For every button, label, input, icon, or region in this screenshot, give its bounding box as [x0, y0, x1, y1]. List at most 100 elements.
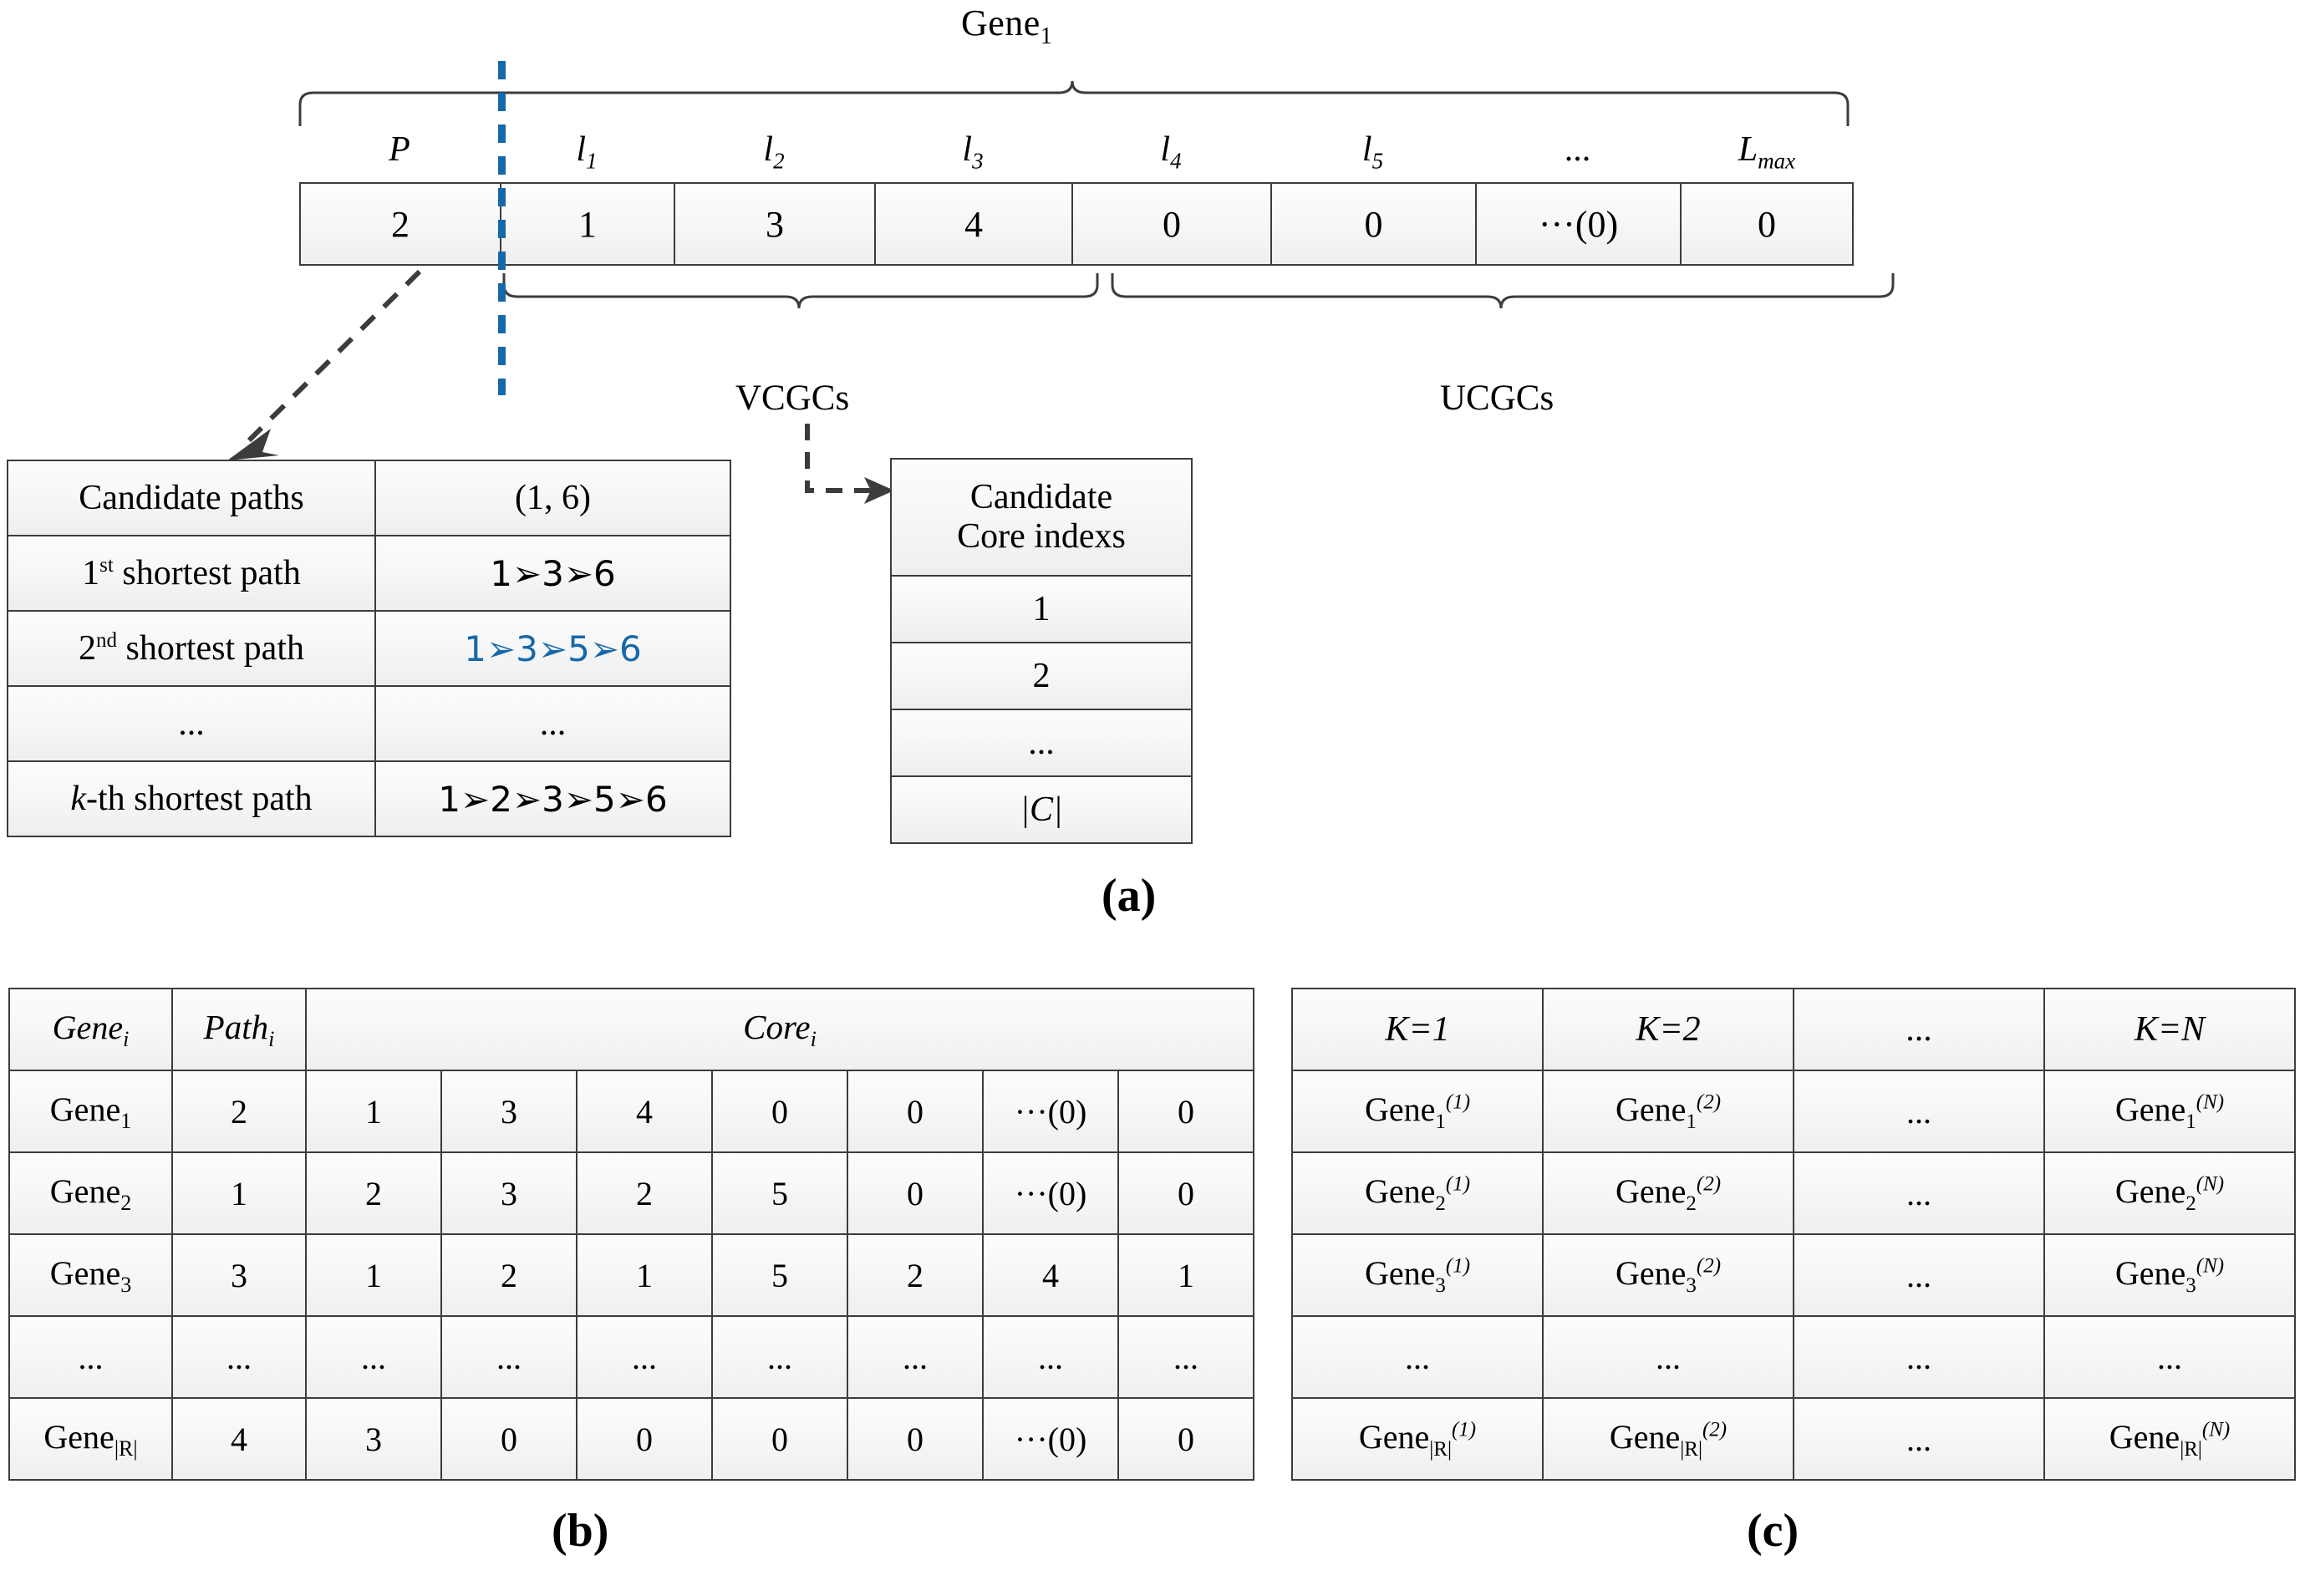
candidate-paths-header: Candidate paths	[7, 460, 376, 536]
header-cell-P: P	[389, 130, 410, 169]
gene-population-table: Genei Pathi Corei Gene1 2 1 3 4 0 0 ···(…	[8, 988, 1254, 1481]
core-index-last: |C|	[890, 775, 1193, 844]
header-cell-l5: l5	[1361, 130, 1384, 174]
cell-gene-k: Gene2(N)	[2043, 1151, 2296, 1235]
cell-gene-k: Gene2(1)	[1291, 1151, 1544, 1235]
row-core-cell: 2	[440, 1233, 578, 1317]
ucgc-brace	[1110, 272, 1895, 312]
row-path-value: 1	[171, 1151, 307, 1235]
candidate-core-indexs-table: Candidate Core indexs 1 2 ... |C|	[890, 458, 1193, 844]
table-row: Gene1(1) Gene1(2) ... Gene1(N)	[1291, 1070, 2296, 1153]
core-pointer-arrow	[801, 422, 909, 522]
row-core-cell: 0	[1117, 1070, 1254, 1153]
row-core-cell: 0	[711, 1070, 848, 1153]
strip-cell-ellipsis[interactable]: ···(0)	[1475, 182, 1680, 266]
row-core-cell: ...	[305, 1315, 442, 1399]
row-core-cell: ...	[576, 1315, 713, 1399]
row-core-cell: 1	[305, 1233, 442, 1317]
row-core-cell: ...	[1117, 1315, 1254, 1399]
table-row: Gene2(1) Gene2(2) ... Gene2(N)	[1291, 1151, 2296, 1235]
row-path-value: 3	[171, 1233, 307, 1317]
strip-cell-l1[interactable]: 1	[500, 182, 674, 266]
chromosome-header-row: P l1 l2 l3 l4 l5 ... Lmax	[299, 117, 1854, 182]
table-row: Gene3(1) Gene3(2) ... Gene3(N)	[1291, 1233, 2296, 1317]
table-row: Candidate paths (1, 6)	[7, 460, 731, 536]
cell-gene-k: Gene3(2)	[1542, 1233, 1794, 1317]
core-index-2: 2	[890, 642, 1193, 710]
cell-gene-k: Gene3(N)	[2043, 1233, 2296, 1317]
table-row: Gene2 1 2 3 2 5 0 ···(0) 0	[8, 1151, 1254, 1235]
header-cell-ellipsis: ...	[1564, 130, 1591, 169]
header-cell-l2: l2	[763, 130, 785, 174]
header-cell-l1: l1	[576, 130, 598, 174]
cell-gene-k: Gene|R|(1)	[1291, 1397, 1544, 1481]
row-core-cell: ...	[847, 1315, 984, 1399]
cell-gene-k: Gene1(1)	[1291, 1070, 1544, 1153]
cell-gene-k: ...	[1291, 1315, 1544, 1399]
core-index-1: 1	[890, 575, 1193, 643]
strip-cell-P[interactable]: 2	[299, 182, 500, 266]
cell-gene-k: Gene|R|(2)	[1542, 1397, 1794, 1481]
strip-cell-Lmax[interactable]: 0	[1680, 182, 1854, 266]
table-row: 2	[890, 642, 1193, 710]
core-header-line-1: Candidate	[969, 477, 1113, 516]
table-header-row: K=1 K=2 ... K=N	[1291, 988, 2296, 1071]
table-row: Gene|R| 4 3 0 0 0 0 ···(0) 0	[8, 1397, 1254, 1481]
row-core-cell: 2	[847, 1233, 984, 1317]
gene-span-brace	[297, 80, 1851, 128]
table-row: Gene3 3 1 2 1 5 2 4 1	[8, 1233, 1254, 1317]
cell-gene-k: ...	[1793, 1233, 2045, 1317]
cell-gene-k: ...	[1793, 1397, 2045, 1481]
strip-cell-l5[interactable]: 0	[1270, 182, 1475, 266]
row-core-cell: ···(0)	[982, 1070, 1119, 1153]
row-core-cell: 2	[576, 1151, 713, 1235]
table-header-row: Genei Pathi Corei	[8, 988, 1254, 1071]
cell-gene-k: ...	[1542, 1315, 1794, 1399]
paths-ellipsis-value: ...	[374, 685, 731, 762]
row-core-cell: 0	[847, 1397, 984, 1481]
candidate-paths-table: Candidate paths (1, 6) 1st shortest path…	[7, 460, 731, 837]
second-shortest-path-label: 2nd shortest path	[7, 610, 376, 687]
row-core-cell: 0	[847, 1151, 984, 1235]
ucgc-label: UCGCs	[1440, 379, 1554, 418]
header-k-ellipsis: ...	[1793, 988, 2045, 1071]
row-gene-name: Gene3	[8, 1233, 173, 1317]
row-core-cell: ...	[711, 1315, 848, 1399]
path-pointer-arrow	[209, 263, 435, 472]
header-cell-l4: l4	[1160, 130, 1182, 174]
row-path-value: 2	[171, 1070, 307, 1153]
vcgc-brace	[501, 272, 1100, 312]
row-path-value: ...	[171, 1315, 307, 1399]
row-core-cell: 3	[440, 1070, 578, 1153]
core-indexs-header: Candidate Core indexs	[890, 458, 1193, 577]
row-core-cell: 0	[1117, 1397, 1254, 1481]
cell-gene-k: ...	[1793, 1315, 2045, 1399]
header-k-n: K=N	[2043, 988, 2296, 1071]
table-row: Gene1 2 1 3 4 0 0 ···(0) 0	[8, 1070, 1254, 1153]
row-gene-name: Gene2	[8, 1151, 173, 1235]
paths-ellipsis-label: ...	[7, 685, 376, 762]
row-core-cell: 1	[1117, 1233, 1254, 1317]
table-row: k-th shortest path 1➢2➢3➢5➢6	[7, 760, 731, 837]
row-core-cell: 0	[440, 1397, 578, 1481]
first-shortest-path-label: 1st shortest path	[7, 535, 376, 612]
row-core-cell: 4	[982, 1233, 1119, 1317]
strip-cell-l4[interactable]: 0	[1071, 182, 1270, 266]
row-core-cell: 0	[1117, 1151, 1254, 1235]
row-gene-name: Gene|R|	[8, 1397, 173, 1481]
cell-gene-k: Gene|R|(N)	[2043, 1397, 2296, 1481]
k-archive-table: K=1 K=2 ... K=N Gene1(1) Gene1(2) ... Ge…	[1291, 988, 2296, 1481]
row-core-cell: 0	[711, 1397, 848, 1481]
row-core-cell: 1	[305, 1070, 442, 1153]
strip-cell-l2[interactable]: 3	[674, 182, 874, 266]
kth-shortest-path-value: 1➢2➢3➢5➢6	[374, 760, 731, 837]
row-core-cell: 4	[576, 1070, 713, 1153]
table-row: 1st shortest path 1➢3➢6	[7, 535, 731, 612]
row-path-value: 4	[171, 1397, 307, 1481]
vcgc-divider-dashed-line	[498, 61, 506, 395]
cell-gene-k: ...	[2043, 1315, 2296, 1399]
strip-cell-l3[interactable]: 4	[874, 182, 1071, 266]
row-core-cell: 0	[847, 1070, 984, 1153]
row-core-cell: 3	[440, 1151, 578, 1235]
row-core-cell: 0	[576, 1397, 713, 1481]
